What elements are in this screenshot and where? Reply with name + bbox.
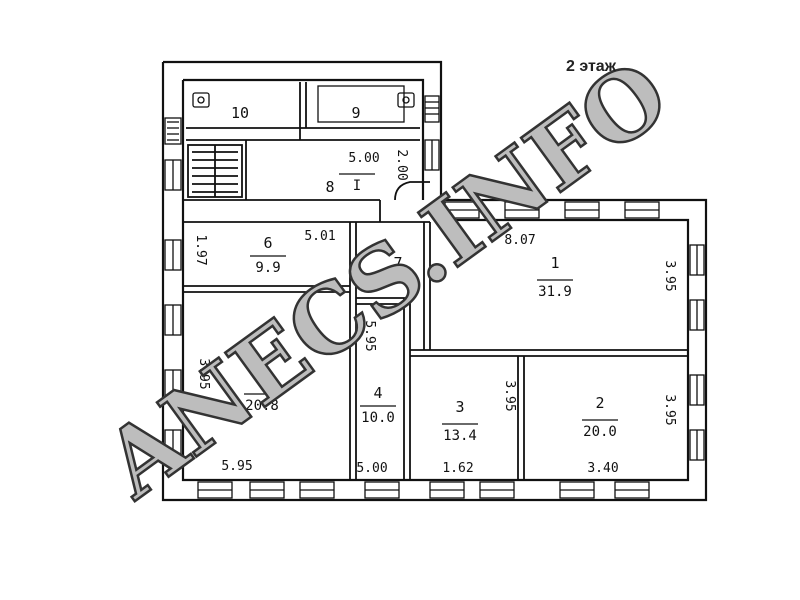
window-right-4 [689,429,705,461]
dimension-label: 5.00 [356,461,387,476]
dimension-label: 2.00 [394,149,409,180]
window-bottom-2 [249,481,285,499]
plan-labels: 1 31.9 2 20.0 3 13.4 4 10.0 5 20.8 6 9.9 7 8 I 9 10 5.00 2… [193,104,677,476]
dimension-label: 1.62 [442,461,473,476]
window-left-3 [164,239,182,271]
window-bottom-7 [559,481,595,499]
dimension-label: 3.95 [502,380,517,411]
window-bottom-5 [429,481,465,499]
room-area: 9.9 [255,260,280,276]
floor-label: 2 этаж [566,58,617,75]
room-area: 20.0 [583,424,617,440]
window-wc-right [424,95,440,123]
window-bottom-4 [364,481,400,499]
window-left-6 [164,429,182,461]
room-number: 2 [595,394,604,412]
dimension-label: 3.95 [662,260,677,291]
outer-walls [161,60,708,502]
dimension-label: 5.00 [348,151,379,166]
dimension-label: 3.95 [196,358,211,389]
window-left-5 [164,369,182,401]
room-number: 5 [257,360,266,378]
window-left-1 [164,117,182,145]
dimension-label: 5.95 [221,459,252,474]
window-left-2 [164,159,182,191]
window-top-2 [504,201,540,219]
dimension-label: 3.40 [587,461,618,476]
room-area: I [353,178,361,194]
window-wc-right-2 [424,139,440,171]
room-number: 6 [263,234,272,252]
dimension-label: 8.07 [504,233,535,248]
window-bottom-8 [614,481,650,499]
room-number: 1 [550,254,559,272]
dimension-label: 5.95 [362,320,377,351]
window-top-3 [564,201,600,219]
window-bottom-1 [197,481,233,499]
room-area: 10.0 [361,410,395,426]
window-bottom-3 [299,481,335,499]
toilet-icon [192,92,210,108]
window-left-4 [164,304,182,336]
interior-walls [183,82,688,480]
window-right-2 [689,299,705,331]
room-area: 20.8 [245,398,279,414]
dimension-label: 5.01 [304,229,335,244]
windows [164,95,705,499]
room-number: 4 [373,384,382,402]
fixtures [192,85,415,123]
sink-icon [397,92,415,108]
dimension-label: 3.95 [662,394,677,425]
window-right-3 [689,374,705,406]
room-area: 31.9 [538,284,572,300]
room-number: 8 [325,178,334,196]
dimension-label: 1.97 [193,234,208,265]
room-number: 3 [455,398,464,416]
watermark-text: ANECS.INFO [84,40,688,520]
window-right-1 [689,244,705,276]
room-number: 9 [351,104,360,122]
window-bottom-6 [479,481,515,499]
room-number: 7 [393,254,402,272]
window-top-4 [624,201,660,219]
room-number: 10 [231,104,249,122]
room-area: 13.4 [443,428,477,444]
window-top-1 [444,201,480,219]
